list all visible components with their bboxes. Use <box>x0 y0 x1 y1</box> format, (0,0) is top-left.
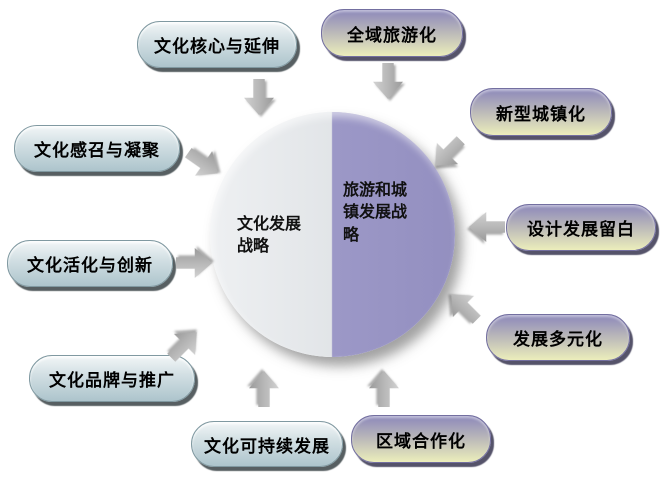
arrow-shape <box>249 371 279 407</box>
arrow-shape <box>176 248 212 278</box>
node-diversified-development: 发展多元化 <box>486 314 630 361</box>
arrow-shape <box>244 79 274 115</box>
arrow-shape <box>369 371 399 407</box>
arrow-down-icon <box>373 63 403 99</box>
circle-right-label: 旅游和城镇发展战略 <box>343 182 408 244</box>
node-culture-core-extension: 文化核心与延伸 <box>137 21 297 68</box>
arrow-up-icon <box>249 371 279 407</box>
node-culture-sustainable-development: 文化可持续发展 <box>191 421 343 467</box>
node-all-region-tourism: 全域旅游化 <box>321 9 463 57</box>
arrow-up-icon <box>369 371 399 407</box>
node-design-development-margin: 设计发展留白 <box>506 204 656 251</box>
arrow-shape <box>441 284 488 331</box>
circle-left-label: 文化发展战略 <box>237 216 302 256</box>
central-circle: 文化发展战略 旅游和城镇发展战略 <box>210 112 455 357</box>
arrow-down-icon <box>244 79 274 115</box>
arrow-down-right-icon <box>180 140 227 185</box>
arrow-right-icon <box>176 248 212 278</box>
node-culture-appeal-cohesion: 文化感召与凝聚 <box>14 125 180 172</box>
arrow-shape <box>469 212 505 242</box>
node-culture-activation-innovation: 文化活化与创新 <box>7 240 173 287</box>
arrow-shape <box>180 140 227 185</box>
node-regional-cooperation: 区域合作化 <box>351 415 491 463</box>
arrow-shape <box>373 63 403 99</box>
arrow-left-icon <box>469 212 505 242</box>
arrow-up-left-icon <box>441 284 488 331</box>
node-culture-brand-promotion: 文化品牌与推广 <box>29 355 195 402</box>
node-new-urbanization: 新型城镇化 <box>470 88 612 136</box>
